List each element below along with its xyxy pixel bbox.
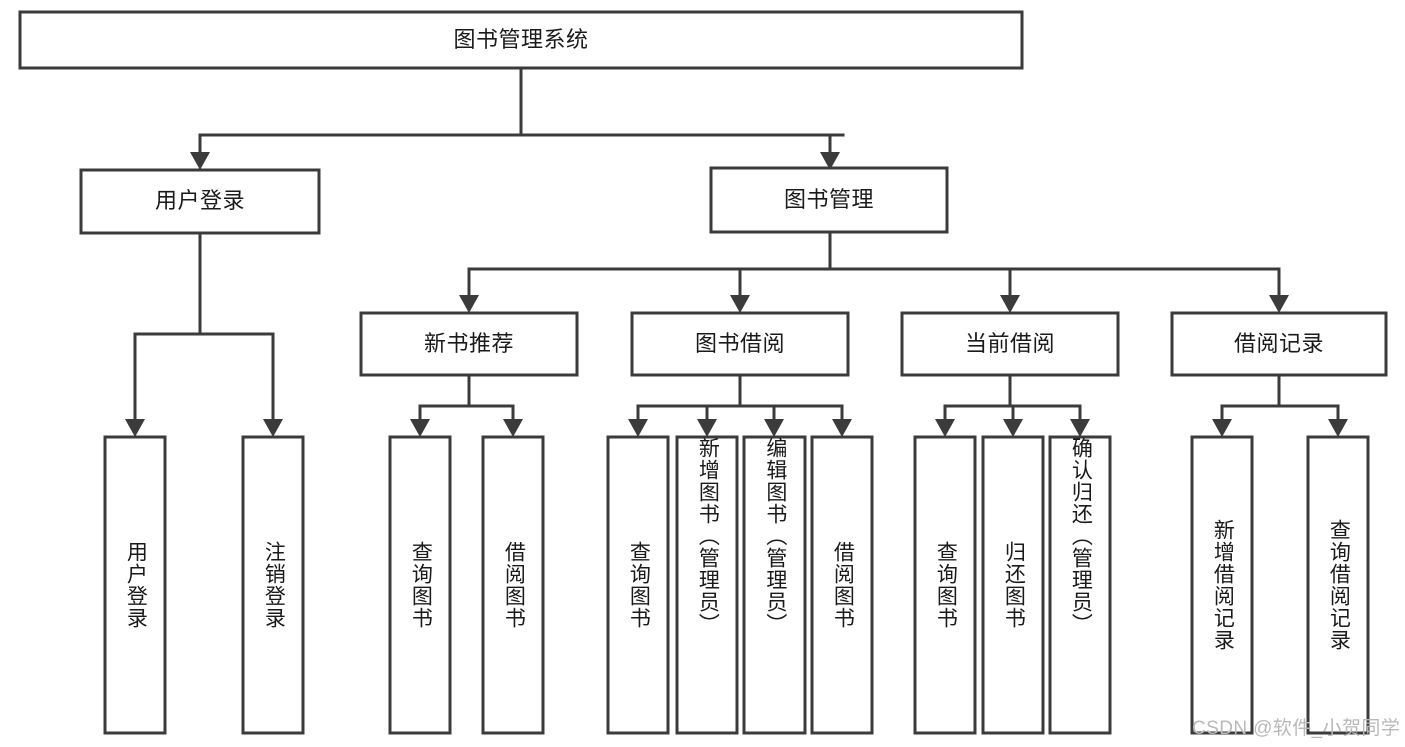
csdn-watermark: CSDN @软件_小贺同学: [1192, 718, 1401, 739]
node-book-management[interactable]: [709, 166, 949, 234]
leaf-current-borrow-0[interactable]: [913, 435, 977, 735]
node-borrow-record[interactable]: [1170, 311, 1388, 377]
leaf-borrow-record-1[interactable]: [1306, 435, 1370, 735]
node-root[interactable]: [18, 10, 1024, 70]
connector-currentborrow-to-leaves: [935, 373, 1090, 437]
leaf-current-borrow-1[interactable]: [981, 435, 1045, 735]
connector-root-to-level2: [190, 66, 845, 170]
connector-newbook-to-leaves: [410, 373, 523, 437]
leaf-book-borrow-2[interactable]: [742, 435, 807, 735]
leaf-new-book-0[interactable]: [388, 435, 452, 735]
leaf-borrow-record-0[interactable]: [1190, 435, 1254, 735]
leaf-user-login-0[interactable]: [103, 435, 167, 735]
leaf-user-login-1[interactable]: [241, 435, 305, 735]
node-current-borrow[interactable]: [900, 311, 1120, 377]
node-new-book-recommend[interactable]: [359, 311, 579, 377]
connector-bookborrow-to-leaves: [628, 373, 852, 437]
leaf-current-borrow-2[interactable]: [1048, 435, 1112, 735]
leaf-new-book-1[interactable]: [481, 435, 545, 735]
leaf-book-borrow-0[interactable]: [606, 435, 670, 735]
leaf-book-borrow-3[interactable]: [810, 435, 874, 735]
connector-borrowrecord-to-leaves: [1212, 373, 1348, 437]
node-user-login[interactable]: [79, 168, 321, 235]
leaf-book-borrow-1[interactable]: [675, 435, 739, 735]
node-book-borrow[interactable]: [630, 311, 850, 377]
connector-userlogin-to-leaves: [125, 231, 283, 437]
connector-bookmgmt-to-level3: [459, 230, 1289, 313]
